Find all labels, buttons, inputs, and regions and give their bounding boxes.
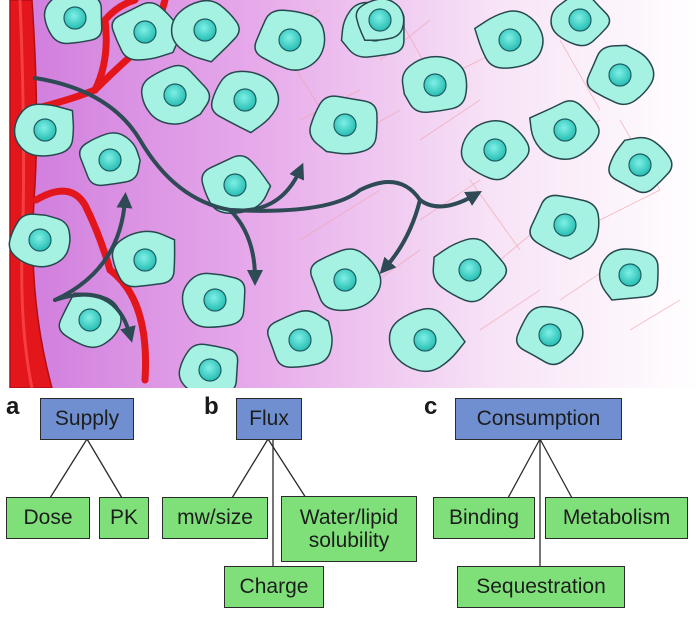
transport-arrows <box>33 76 482 343</box>
hierarchy-connectors <box>49 438 573 566</box>
cell-nucleus <box>483 138 507 162</box>
binding-box: Binding <box>433 497 535 539</box>
cell-nucleus <box>198 358 222 382</box>
sequestration-box: Sequestration <box>457 566 625 608</box>
dose-box: Dose <box>6 497 90 539</box>
cell-nucleus <box>28 228 52 252</box>
cell-nucleus <box>203 288 227 312</box>
cell-nucleus <box>538 323 562 347</box>
flux-box: Flux <box>236 398 302 440</box>
cell-layer <box>8 0 673 388</box>
cell-nucleus <box>568 8 592 32</box>
supply-box: Supply <box>40 398 134 440</box>
panel-a-letter: a <box>6 393 20 420</box>
cell-nucleus <box>63 6 87 30</box>
panel-c-letter: c <box>424 393 438 420</box>
cell-nucleus <box>163 83 187 107</box>
cell-nucleus <box>223 173 247 197</box>
cell-nucleus <box>233 88 257 112</box>
cell-nucleus <box>553 118 577 142</box>
cell-nucleus <box>458 258 482 282</box>
cell-nucleus <box>423 73 447 97</box>
cell-nucleus <box>333 268 357 292</box>
cell-nucleus <box>133 20 157 44</box>
consumption-box: Consumption <box>455 398 622 440</box>
cell-nucleus <box>413 328 437 352</box>
cell-nucleus <box>33 118 57 142</box>
mw-size-box: mw/size <box>162 497 268 539</box>
cell-nucleus <box>368 8 392 32</box>
cell-nucleus <box>608 63 632 87</box>
tissue-illustration <box>8 0 700 388</box>
cell-nucleus <box>98 148 122 172</box>
cell-nucleus <box>628 153 652 177</box>
charge-box: Charge <box>224 566 324 608</box>
cell-nucleus <box>133 248 157 272</box>
cell-nucleus <box>78 308 102 332</box>
cell-nucleus <box>553 213 577 237</box>
panel-b-letter: b <box>204 393 219 420</box>
cell-nucleus <box>333 113 357 137</box>
pk-box: PK <box>99 497 149 539</box>
metabolism-box: Metabolism <box>545 497 688 539</box>
water-lipid-solubility-box: Water/lipid solubility <box>281 496 417 562</box>
cell-nucleus <box>618 263 642 287</box>
cell-nucleus <box>288 328 312 352</box>
cell-nucleus <box>193 18 217 42</box>
cell-nucleus <box>498 28 522 52</box>
cell-nucleus <box>278 28 302 52</box>
